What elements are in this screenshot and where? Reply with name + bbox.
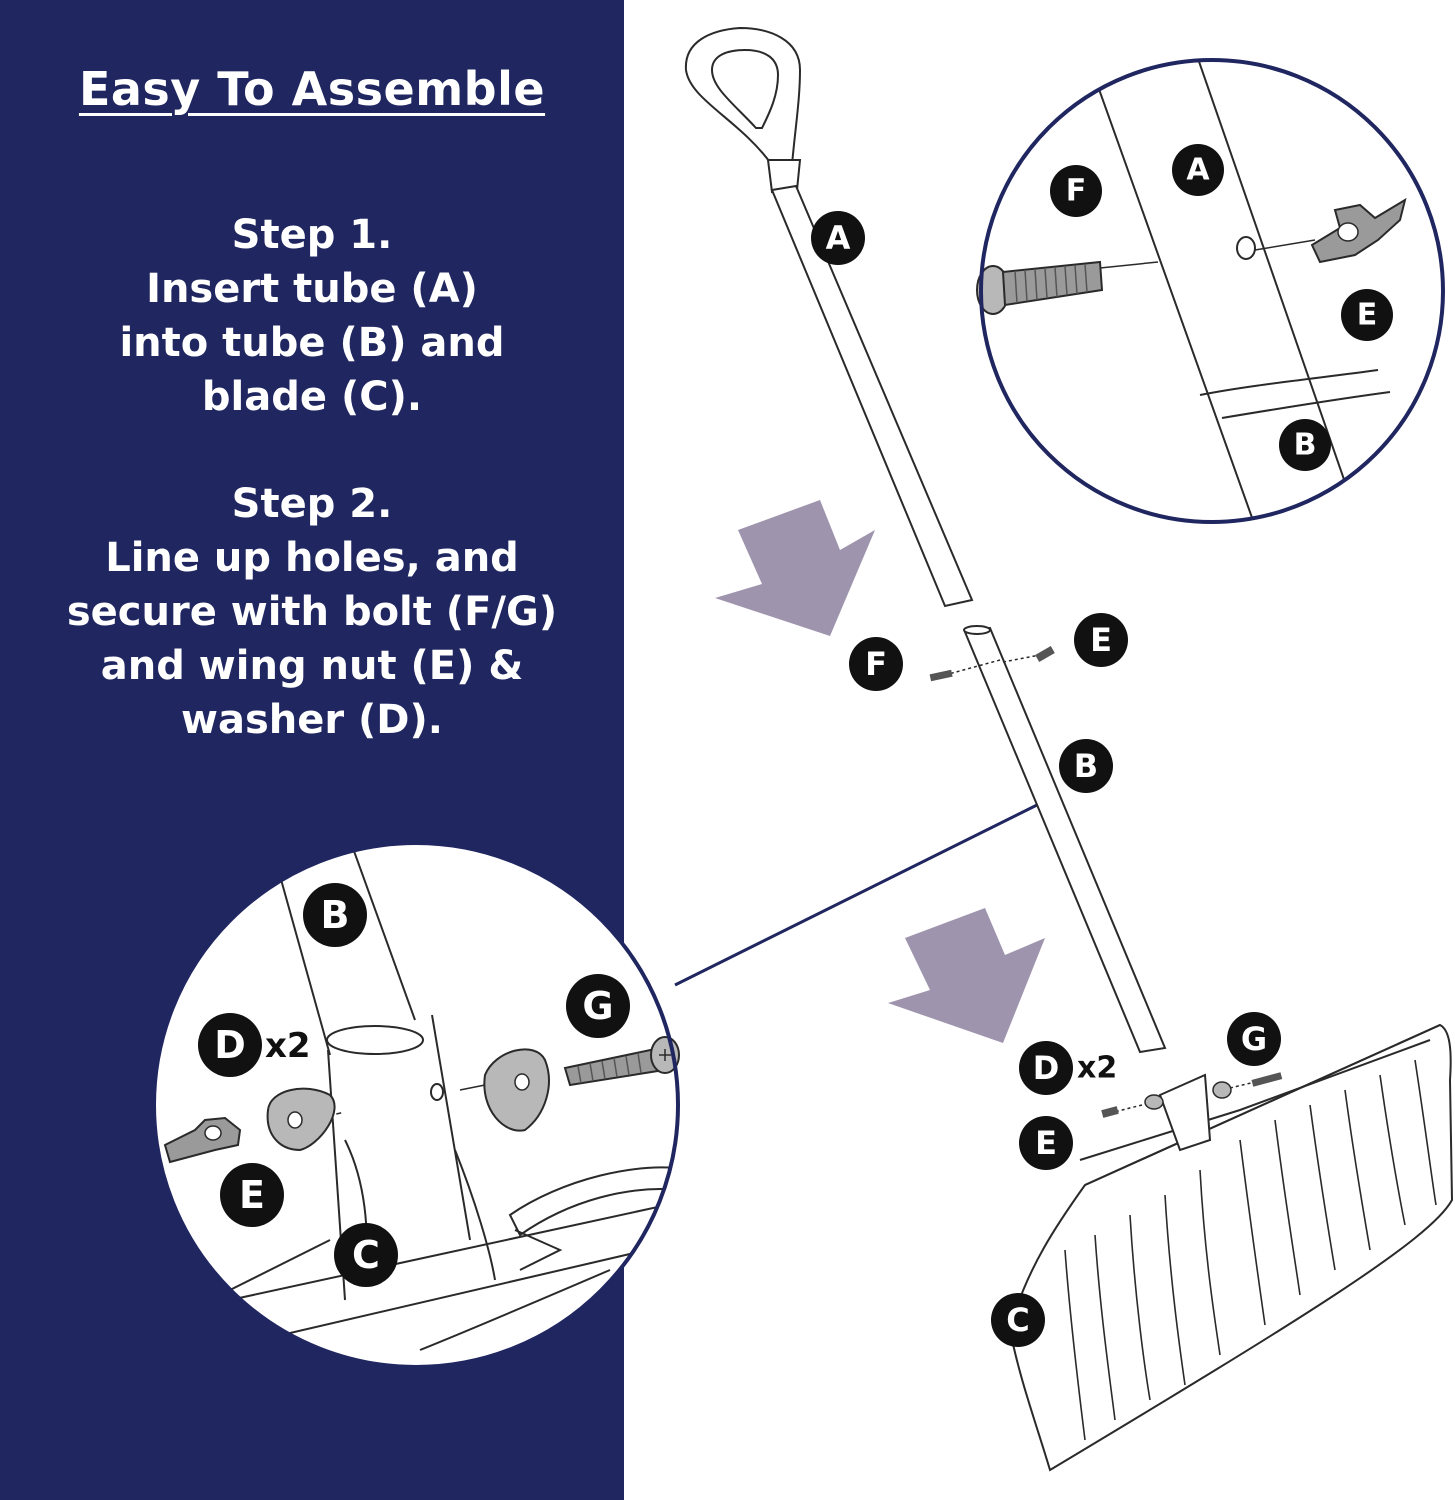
svg-text:B: B — [1074, 747, 1098, 785]
step-2-line: washer (D). — [181, 697, 443, 743]
page-title: Easy To Assemble — [78, 62, 546, 116]
tube-a-handle — [684, 26, 802, 194]
step-2-heading: Step 2. — [231, 481, 393, 527]
label-d-zoom-bottom: D — [198, 1013, 262, 1077]
svg-text:B: B — [1294, 428, 1317, 463]
step-1-text: Step 1. Insert tube (A) into tube (B) an… — [0, 208, 624, 424]
label-b-zoom-top: B — [1279, 419, 1331, 471]
zoom-circle-border — [152, 841, 680, 1369]
svg-text:F: F — [1066, 174, 1087, 209]
wing-nut-e-large — [1310, 197, 1407, 264]
zoom-detail-bottom — [152, 841, 680, 1369]
svg-text:D: D — [214, 1023, 246, 1067]
bolt-f-large — [976, 260, 1104, 315]
quantity-label-main: x2 — [1077, 1051, 1117, 1086]
svg-text:E: E — [239, 1173, 265, 1217]
arrow-down-right-icon — [888, 908, 1045, 1043]
svg-text:E: E — [1035, 1124, 1057, 1162]
svg-text:G: G — [1241, 1020, 1267, 1058]
step-2-line: secure with bolt (F/G) — [66, 589, 558, 635]
arrow-down-right-icon — [715, 500, 875, 636]
blade-c — [1008, 1023, 1454, 1472]
label-e-zoom-top: E — [1341, 289, 1393, 341]
quantity-label-zoom: x2 — [265, 1026, 311, 1066]
svg-text:F: F — [865, 645, 887, 683]
step-2-line: Line up holes, and — [105, 535, 519, 581]
step-2-line: and wing nut (E) & — [100, 643, 524, 689]
label-e-main: E — [1074, 613, 1128, 667]
svg-text:G: G — [582, 984, 613, 1028]
svg-text:C: C — [1006, 1301, 1029, 1339]
bolt-f-small — [929, 659, 1001, 682]
svg-text:D: D — [1033, 1049, 1060, 1087]
label-a-zoom-top: A — [1172, 144, 1224, 196]
label-f-main: F — [849, 637, 903, 691]
label-g-zoom-bottom: G — [566, 974, 630, 1038]
label-e-zoom-bottom: E — [220, 1163, 284, 1227]
label-d-main: D — [1019, 1041, 1073, 1095]
zoom-connector-line — [674, 798, 1048, 987]
hardware-small-set — [1101, 1072, 1283, 1118]
svg-text:B: B — [321, 893, 350, 937]
svg-text:A: A — [826, 219, 851, 257]
tube-a — [770, 184, 974, 608]
step-1-line: into tube (B) and — [119, 320, 505, 366]
step-2-text: Step 2. Line up holes, and secure with b… — [0, 477, 624, 747]
label-b-zoom-bottom: B — [303, 883, 367, 947]
washer-d-large-second — [266, 1087, 336, 1152]
label-b-main: B — [1059, 739, 1113, 793]
wing-nut-e-small — [1002, 646, 1055, 663]
svg-text:A: A — [1186, 153, 1210, 188]
washer-d-large — [483, 1048, 550, 1132]
svg-text:E: E — [1090, 621, 1112, 659]
zoom-circle-border — [979, 58, 1445, 524]
step-1-line: blade (C). — [201, 374, 423, 420]
label-g-main: G — [1227, 1012, 1281, 1066]
label-e-blade: E — [1019, 1116, 1073, 1170]
svg-text:C: C — [352, 1233, 380, 1277]
label-c-zoom-bottom: C — [334, 1223, 398, 1287]
step-1-line: Insert tube (A) — [146, 266, 478, 312]
svg-text:E: E — [1357, 298, 1378, 333]
label-f-zoom-top: F — [1050, 165, 1102, 217]
step-1-heading: Step 1. — [231, 212, 393, 258]
label-c-main: C — [991, 1293, 1045, 1347]
label-a-main: A — [811, 211, 865, 265]
tube-b-opening — [963, 625, 991, 635]
wing-nut-e-large-second — [163, 1116, 242, 1164]
